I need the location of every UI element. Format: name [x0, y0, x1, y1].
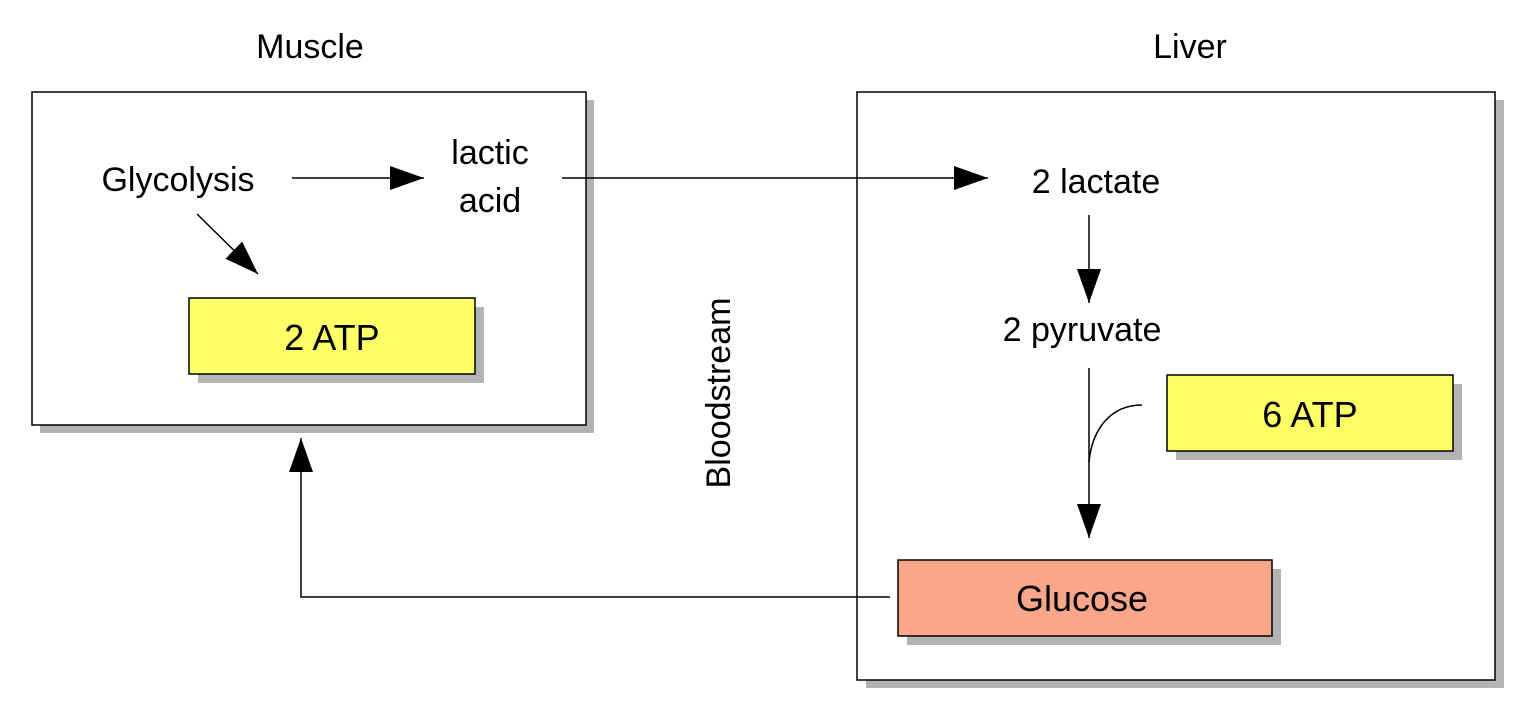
lactic-acid-label-line2: acid [459, 182, 521, 220]
glucose-box: Glucose [897, 559, 1281, 645]
glucose-label: Glucose [1016, 578, 1148, 619]
muscle-atp-box: 2 ATP [188, 297, 484, 383]
pyruvate-label: 2 pyruvate [1003, 311, 1162, 349]
muscle-atp-label: 2 ATP [284, 317, 379, 358]
bloodstream-label: Bloodstream [700, 298, 738, 489]
arrow-glucose-to-muscle [289, 438, 890, 598]
arrow-glycolysis-to-atp [196, 213, 259, 275]
liver-title: Liver [1153, 28, 1227, 66]
arrow-atp-input-curve [1088, 404, 1143, 463]
lactate-label: 2 lactate [1032, 163, 1161, 201]
liver-atp-box-fill [1166, 374, 1454, 452]
liver-atp-box: 6 ATP [1166, 374, 1462, 460]
glucose-box-fill [897, 559, 1273, 637]
liver-atp-label: 6 ATP [1262, 394, 1357, 435]
lactic-acid-label-line1: lactic [451, 134, 528, 172]
muscle-compartment [31, 91, 594, 433]
muscle-title: Muscle [256, 28, 364, 66]
muscle-atp-box-fill [188, 297, 476, 375]
glycolysis-label: Glycolysis [101, 161, 254, 199]
